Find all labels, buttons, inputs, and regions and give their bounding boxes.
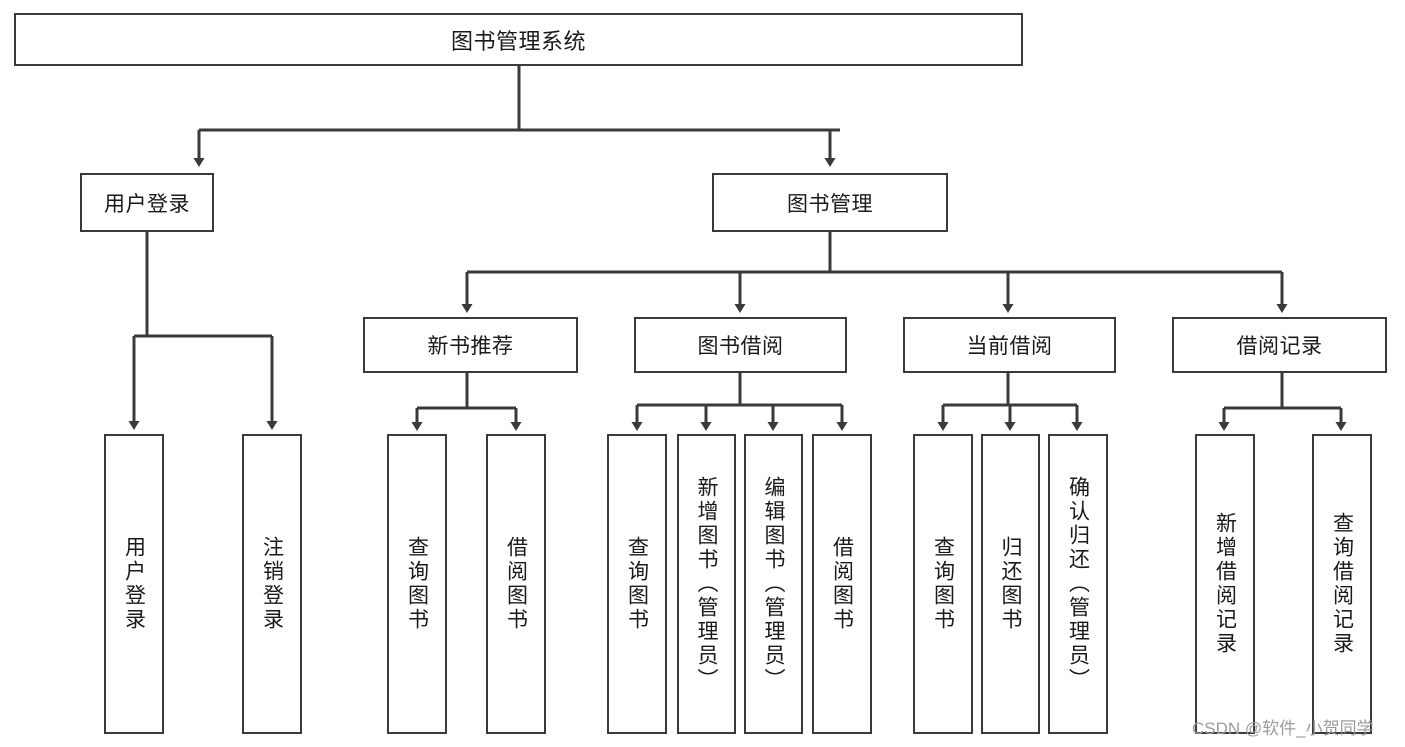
node-borrow-record[interactable]: 借阅记录 [1172, 317, 1387, 373]
node-label: 查询图书 [931, 536, 955, 632]
node-label: 借阅图书 [830, 536, 854, 632]
leaf-book-borrow-add[interactable]: 新增图书（管理员） [677, 434, 736, 734]
node-label: 查询图书 [405, 536, 429, 632]
node-current-borrow[interactable]: 当前借阅 [903, 317, 1116, 373]
node-label: 确认归还（管理员） [1066, 476, 1090, 692]
node-label: 图书借阅 [697, 335, 784, 358]
node-label: 用户登录 [122, 536, 146, 632]
node-label: 当前借阅 [966, 335, 1053, 358]
leaf-book-borrow-borrow[interactable]: 借阅图书 [812, 434, 872, 734]
node-label: 注销登录 [260, 536, 284, 632]
node-label: 图书管理系统 [450, 28, 586, 54]
node-root-system[interactable]: 图书管理系统 [14, 13, 1023, 66]
leaf-user-login-signin[interactable]: 用户登录 [104, 434, 164, 734]
node-book-management[interactable]: 图书管理 [712, 173, 948, 232]
leaf-borrow-record-query[interactable]: 查询借阅记录 [1312, 434, 1372, 734]
leaf-book-borrow-query[interactable]: 查询图书 [607, 434, 667, 734]
leaf-new-book-query[interactable]: 查询图书 [387, 434, 447, 734]
node-label: 查询图书 [625, 536, 649, 632]
leaf-current-borrow-query[interactable]: 查询图书 [913, 434, 973, 734]
watermark-text: CSDN @软件_小贺同学 [1192, 719, 1374, 738]
leaf-current-borrow-return[interactable]: 归还图书 [981, 434, 1040, 734]
node-new-book-recommend[interactable]: 新书推荐 [363, 317, 578, 373]
node-label: 借阅图书 [504, 536, 528, 632]
leaf-user-login-signout[interactable]: 注销登录 [242, 434, 302, 734]
node-label: 新书推荐 [427, 335, 514, 358]
node-user-login[interactable]: 用户登录 [80, 173, 214, 232]
node-label: 归还图书 [999, 536, 1022, 632]
node-label: 借阅记录 [1236, 335, 1323, 358]
leaf-borrow-record-add[interactable]: 新增借阅记录 [1195, 434, 1255, 734]
node-label: 查询借阅记录 [1330, 512, 1354, 656]
leaf-new-book-borrow[interactable]: 借阅图书 [486, 434, 546, 734]
node-label: 新增图书（管理员） [695, 476, 718, 692]
node-label: 图书管理 [787, 192, 873, 216]
node-label: 编辑图书（管理员） [762, 476, 785, 692]
node-book-borrow[interactable]: 图书借阅 [634, 317, 847, 373]
node-label: 用户登录 [104, 192, 190, 216]
node-label: 新增借阅记录 [1213, 512, 1237, 656]
leaf-current-borrow-confirm-return[interactable]: 确认归还（管理员） [1048, 434, 1108, 734]
leaf-book-borrow-edit[interactable]: 编辑图书（管理员） [744, 434, 803, 734]
